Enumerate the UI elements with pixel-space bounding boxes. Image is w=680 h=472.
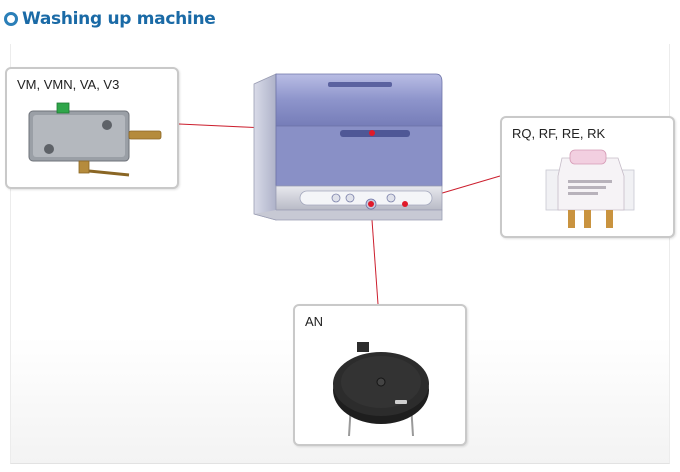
part-card-rq[interactable]: RQ, RF, RE, RK — [500, 116, 675, 238]
part-label-rq: RQ, RF, RE, RK — [512, 126, 606, 141]
part-label-an: AN — [305, 314, 324, 329]
dishwasher-illustration — [253, 73, 443, 221]
door-switch-image — [545, 149, 635, 228]
marker-dot-an — [368, 201, 374, 207]
part-label-vm: VM, VMN, VA, V3 — [17, 77, 120, 92]
pressure-sensor-image — [333, 342, 429, 437]
leader-line-an — [370, 205, 379, 305]
part-card-an[interactable]: AN — [293, 304, 467, 446]
page-title: Washing up machine — [22, 9, 216, 29]
microswitch-image — [28, 102, 162, 177]
page-header: Washing up machine — [4, 8, 216, 30]
marker-dot-rq — [402, 201, 408, 207]
door-handle — [340, 130, 410, 137]
part-card-vm[interactable]: VM, VMN, VA, V3 — [5, 67, 179, 189]
circle-bullet-icon — [4, 12, 18, 26]
marker-dot-vm — [369, 130, 375, 136]
